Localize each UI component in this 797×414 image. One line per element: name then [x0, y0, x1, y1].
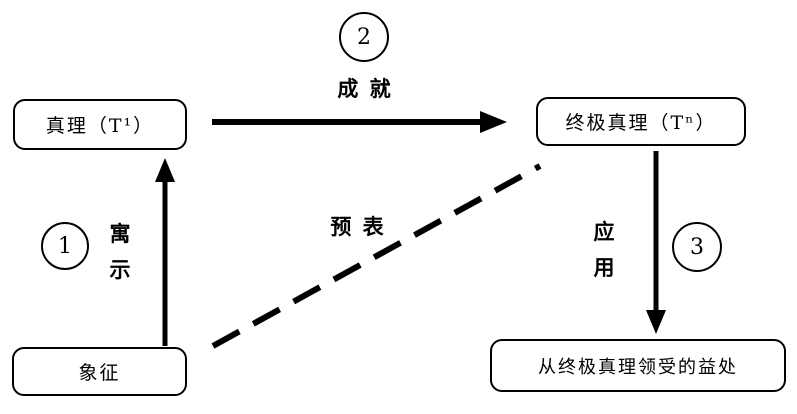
allegory-arrow-head	[155, 158, 175, 182]
step-badge-3: 3	[672, 222, 722, 272]
fulfillment-arrow-head	[480, 111, 507, 133]
node-benefits: 从终极真理领受的益处	[490, 339, 786, 392]
label-fulfillment: 成 就	[337, 76, 393, 101]
label-allegory: 寓 示	[109, 221, 133, 282]
label-application: 应 用	[593, 219, 617, 280]
node-truth: 真理（T¹）	[13, 99, 187, 150]
node-symbol: 象征	[12, 347, 187, 396]
node-ultimate-truth: 终极真理（Tⁿ）	[536, 97, 746, 146]
label-typology: 预 表	[330, 214, 386, 239]
step-badge-1: 1	[41, 222, 89, 270]
step-badge-2: 2	[339, 12, 389, 62]
application-arrow-head	[646, 310, 666, 334]
typology-dashed-line	[211, 163, 542, 349]
